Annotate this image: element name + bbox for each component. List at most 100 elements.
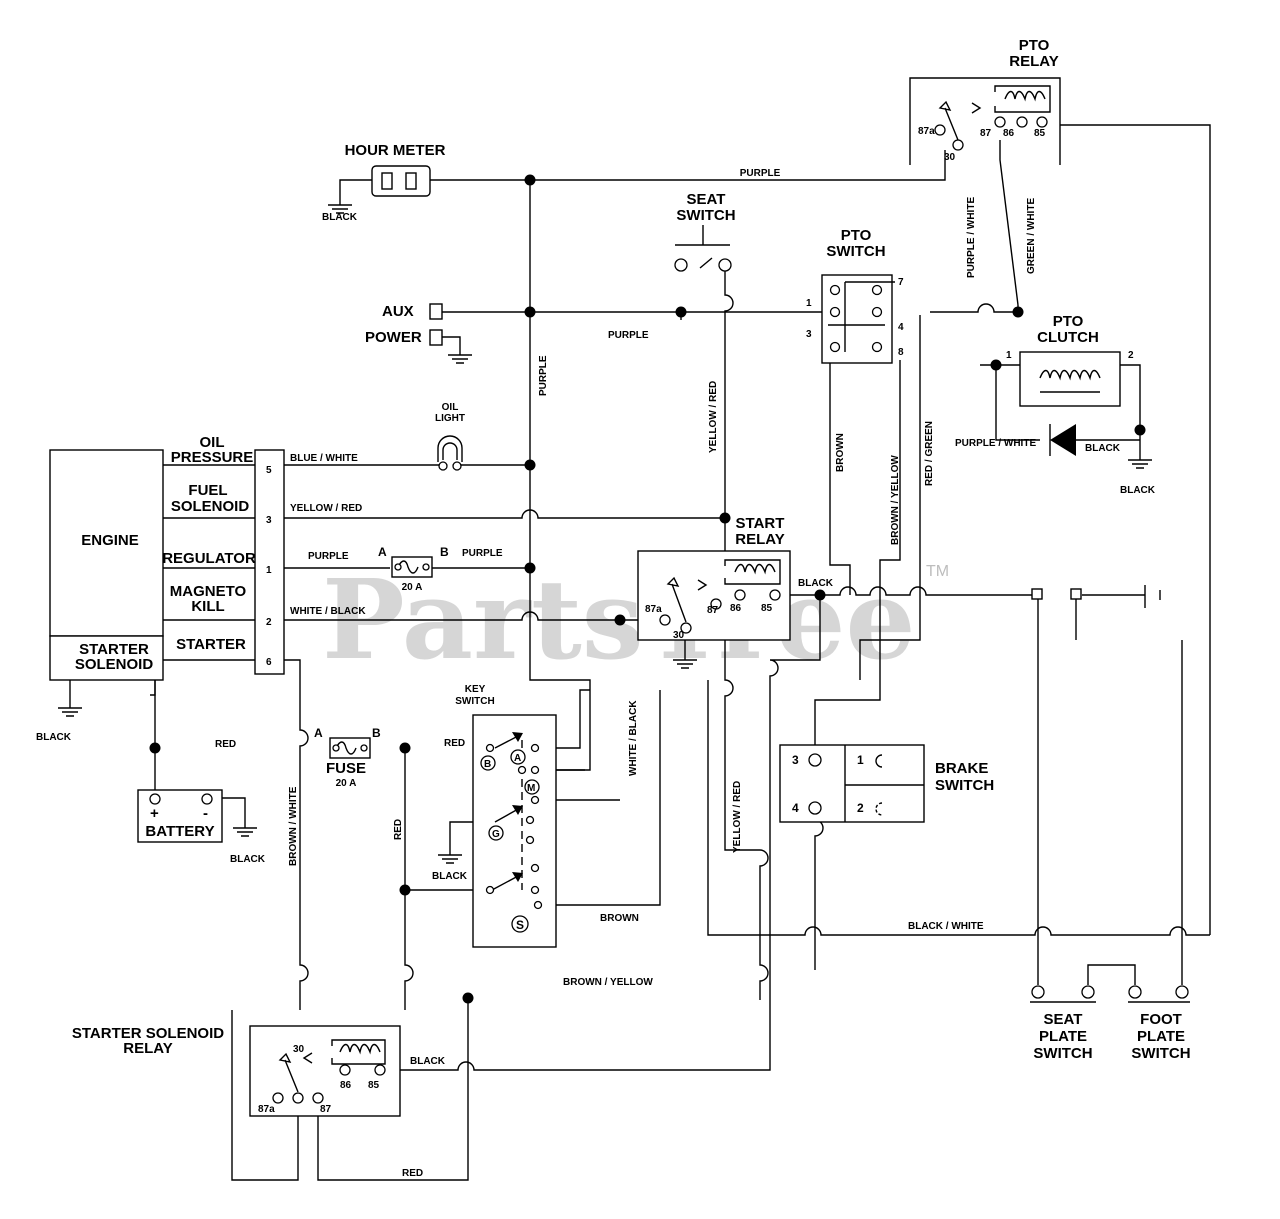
brake-switch: 3 4 1 2 BRAKE SWITCH	[779, 744, 994, 823]
svg-text:POWER: POWER	[365, 329, 422, 346]
svg-text:3: 3	[266, 515, 272, 526]
svg-text:STARTER SOLENOID: STARTER SOLENOID	[72, 1025, 224, 1042]
svg-text:LIGHT: LIGHT	[435, 413, 465, 424]
battery: + - BATTERY	[137, 789, 223, 843]
svg-text:RED: RED	[444, 738, 465, 749]
svg-text:WHITE / BLACK: WHITE / BLACK	[290, 606, 366, 617]
svg-text:KEY: KEY	[465, 684, 486, 695]
svg-text:RELAY: RELAY	[1009, 53, 1058, 70]
svg-text:8: 8	[898, 347, 904, 358]
svg-text:MAGNETO: MAGNETO	[170, 583, 247, 600]
svg-text:SWITCH: SWITCH	[1033, 1045, 1092, 1062]
svg-text:30: 30	[944, 152, 956, 163]
svg-text:B: B	[440, 545, 449, 559]
svg-text:BRAKE: BRAKE	[935, 760, 988, 777]
svg-text:30: 30	[293, 1044, 305, 1055]
svg-text:START: START	[736, 515, 785, 532]
pto-switch: PTO SWITCH 1 3 7 4 8	[806, 227, 904, 364]
svg-text:85: 85	[761, 603, 773, 614]
svg-text:FOOT: FOOT	[1140, 1011, 1182, 1028]
svg-text:HOUR METER: HOUR METER	[345, 142, 446, 159]
svg-text:PURPLE: PURPLE	[462, 548, 503, 559]
svg-text:87: 87	[980, 128, 992, 139]
svg-text:BLACK: BLACK	[410, 1056, 446, 1067]
regulator-fuse: A B 20 A	[378, 545, 449, 593]
svg-text:BROWN / YELLOW: BROWN / YELLOW	[890, 455, 901, 545]
svg-text:AUX: AUX	[382, 303, 414, 320]
svg-text:A: A	[514, 753, 521, 764]
svg-text:OIL: OIL	[442, 402, 459, 413]
svg-text:PURPLE: PURPLE	[538, 355, 549, 396]
svg-text:5: 5	[266, 465, 272, 476]
svg-text:87a: 87a	[258, 1104, 275, 1115]
svg-text:PTO: PTO	[1019, 37, 1050, 54]
svg-text:SWITCH: SWITCH	[935, 777, 994, 794]
svg-text:4: 4	[898, 322, 904, 333]
svg-text:PURPLE / WHITE: PURPLE / WHITE	[966, 197, 977, 278]
pto-relay: PTO RELAY 87a 30 87 86 85	[909, 37, 1061, 165]
svg-text:BLACK: BLACK	[1085, 443, 1121, 454]
svg-text:87: 87	[707, 605, 719, 616]
svg-text:20 A: 20 A	[402, 582, 423, 593]
svg-text:BLACK / WHITE: BLACK / WHITE	[908, 921, 984, 932]
svg-text:M: M	[527, 783, 535, 794]
svg-text:BLACK: BLACK	[432, 871, 468, 882]
svg-text:87a: 87a	[645, 604, 662, 615]
svg-text:2: 2	[857, 801, 864, 815]
hour-meter: HOUR METER	[345, 142, 446, 197]
svg-text:BATTERY: BATTERY	[145, 823, 214, 840]
svg-text:REGULATOR: REGULATOR	[162, 550, 256, 567]
start-relay: START RELAY 87a 30 87 86 85	[637, 515, 791, 641]
svg-text:B: B	[484, 759, 491, 770]
seat-switch: SEAT SWITCH	[674, 191, 736, 272]
svg-text:87a: 87a	[918, 126, 935, 137]
svg-text:FUSE: FUSE	[326, 760, 366, 777]
svg-text:30: 30	[673, 630, 685, 641]
svg-text:GREEN / WHITE: GREEN / WHITE	[1026, 198, 1037, 274]
svg-text:PURPLE / WHITE: PURPLE / WHITE	[955, 438, 1036, 449]
svg-text:A: A	[314, 726, 323, 740]
svg-text:RED / GREEN: RED / GREEN	[924, 421, 935, 486]
svg-text:BLACK: BLACK	[230, 854, 266, 865]
svg-text:2: 2	[1128, 350, 1134, 361]
svg-text:SWITCH: SWITCH	[1131, 1045, 1190, 1062]
svg-text:PURPLE: PURPLE	[740, 168, 781, 179]
svg-text:YELLOW / RED: YELLOW / RED	[708, 381, 719, 453]
svg-text:BROWN: BROWN	[600, 913, 639, 924]
battery-fuse: A B FUSE 20 A	[314, 726, 381, 789]
svg-text:86: 86	[340, 1080, 352, 1091]
svg-text:7: 7	[898, 277, 904, 288]
svg-text:PURPLE: PURPLE	[608, 330, 649, 341]
svg-text:1: 1	[1006, 350, 1012, 361]
pto-clutch: PTO CLUTCH 1 2	[1006, 313, 1134, 456]
svg-text:3: 3	[806, 329, 812, 340]
svg-text:3: 3	[792, 753, 799, 767]
svg-text:+: +	[150, 805, 159, 822]
svg-text:PLATE: PLATE	[1137, 1028, 1185, 1045]
svg-text:85: 85	[1034, 128, 1046, 139]
svg-text:87: 87	[320, 1104, 332, 1115]
svg-text:86: 86	[730, 603, 742, 614]
svg-text:YELLOW / RED: YELLOW / RED	[290, 503, 362, 514]
svg-text:YELLOW / RED: YELLOW / RED	[732, 781, 743, 853]
svg-text:SEAT: SEAT	[1044, 1011, 1083, 1028]
svg-text:-: -	[203, 805, 208, 822]
svg-text:BLACK: BLACK	[798, 578, 834, 589]
svg-text:RED: RED	[393, 819, 404, 840]
svg-text:1: 1	[806, 298, 812, 309]
svg-text:STARTER: STARTER	[79, 641, 149, 658]
svg-text:4: 4	[792, 801, 799, 815]
svg-text:G: G	[492, 829, 500, 840]
svg-text:BROWN / YELLOW: BROWN / YELLOW	[563, 977, 653, 988]
svg-text:OIL: OIL	[200, 434, 225, 451]
svg-text:RELAY: RELAY	[123, 1040, 172, 1057]
svg-text:SWITCH: SWITCH	[676, 207, 735, 224]
svg-text:20 A: 20 A	[336, 778, 357, 789]
svg-text:2: 2	[266, 617, 272, 628]
svg-text:A: A	[378, 545, 387, 559]
svg-text:S: S	[516, 918, 524, 932]
svg-text:BLACK: BLACK	[322, 212, 358, 223]
svg-text:SEAT: SEAT	[687, 191, 726, 208]
svg-text:1: 1	[857, 753, 864, 767]
svg-text:SOLENOID: SOLENOID	[75, 656, 154, 673]
